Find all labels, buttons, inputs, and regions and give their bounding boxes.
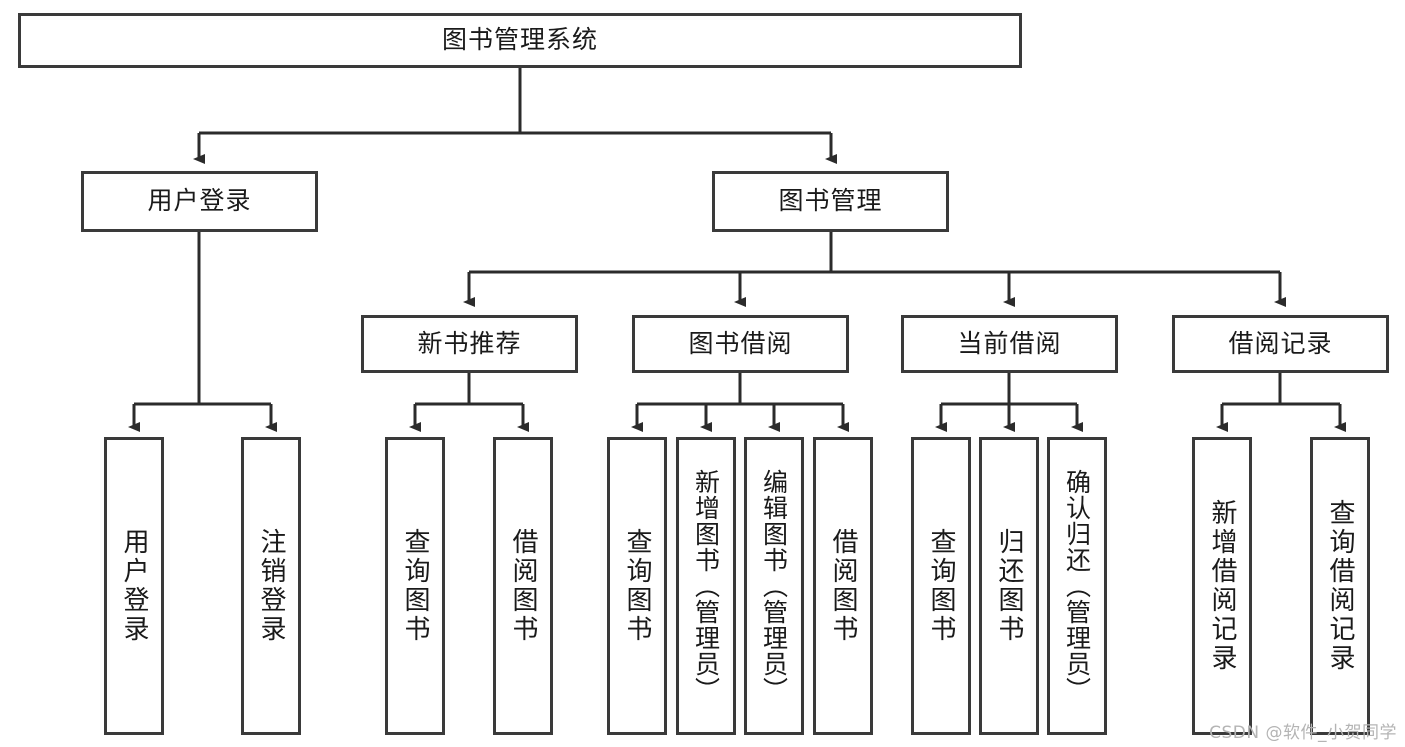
node-borrow-record-label: 借阅记录	[1228, 328, 1333, 358]
node-book-borrow[interactable]: 图书借阅	[632, 315, 849, 373]
node-leaf-add-book-label: 新增图书（管理员）	[691, 469, 721, 703]
node-leaf-user-login-label: 用户登录	[119, 528, 150, 644]
node-leaf-query-record[interactable]: 查询借阅记录	[1310, 437, 1370, 735]
node-current-borrow[interactable]: 当前借阅	[901, 315, 1118, 373]
node-book-borrow-label: 图书借阅	[688, 328, 793, 358]
node-leaf-borrow-book-b[interactable]: 借阅图书	[813, 437, 873, 735]
node-leaf-user-login[interactable]: 用户登录	[104, 437, 164, 735]
node-leaf-query-book-b-label: 查询图书	[622, 528, 653, 644]
node-user-login[interactable]: 用户登录	[81, 171, 318, 232]
watermark: CSDN @软件_小贺同学	[1209, 723, 1397, 743]
node-leaf-logout-label: 注销登录	[256, 528, 287, 644]
node-leaf-confirm-return-label: 确认归还（管理员）	[1062, 469, 1092, 703]
node-leaf-logout[interactable]: 注销登录	[241, 437, 301, 735]
node-current-borrow-label: 当前借阅	[957, 328, 1062, 358]
node-book-manage-label: 图书管理	[778, 186, 883, 216]
node-leaf-query-book-a-label: 查询图书	[400, 528, 431, 644]
node-root[interactable]: 图书管理系统	[18, 13, 1022, 68]
node-leaf-return-book[interactable]: 归还图书	[979, 437, 1039, 735]
node-leaf-edit-book[interactable]: 编辑图书（管理员）	[744, 437, 804, 735]
node-leaf-borrow-book-a[interactable]: 借阅图书	[493, 437, 553, 735]
node-book-manage[interactable]: 图书管理	[712, 171, 949, 232]
node-leaf-confirm-return[interactable]: 确认归还（管理员）	[1047, 437, 1107, 735]
node-leaf-add-book[interactable]: 新增图书（管理员）	[676, 437, 736, 735]
node-root-label: 图书管理系统	[441, 25, 598, 55]
node-leaf-edit-book-label: 编辑图书（管理员）	[759, 469, 789, 703]
node-leaf-query-book-c[interactable]: 查询图书	[911, 437, 971, 735]
node-leaf-return-book-label: 归还图书	[994, 528, 1025, 644]
node-new-book-recommend[interactable]: 新书推荐	[361, 315, 578, 373]
node-leaf-borrow-book-b-label: 借阅图书	[828, 528, 859, 644]
node-leaf-query-book-b[interactable]: 查询图书	[607, 437, 667, 735]
node-leaf-add-record[interactable]: 新增借阅记录	[1192, 437, 1252, 735]
node-leaf-query-book-a[interactable]: 查询图书	[385, 437, 445, 735]
node-leaf-query-book-c-label: 查询图书	[926, 528, 957, 644]
node-leaf-borrow-book-a-label: 借阅图书	[508, 528, 539, 644]
node-new-book-recommend-label: 新书推荐	[417, 328, 522, 358]
node-leaf-query-record-label: 查询借阅记录	[1325, 499, 1356, 673]
node-borrow-record[interactable]: 借阅记录	[1172, 315, 1389, 373]
node-user-login-label: 用户登录	[147, 186, 252, 216]
node-leaf-add-record-label: 新增借阅记录	[1207, 499, 1238, 673]
